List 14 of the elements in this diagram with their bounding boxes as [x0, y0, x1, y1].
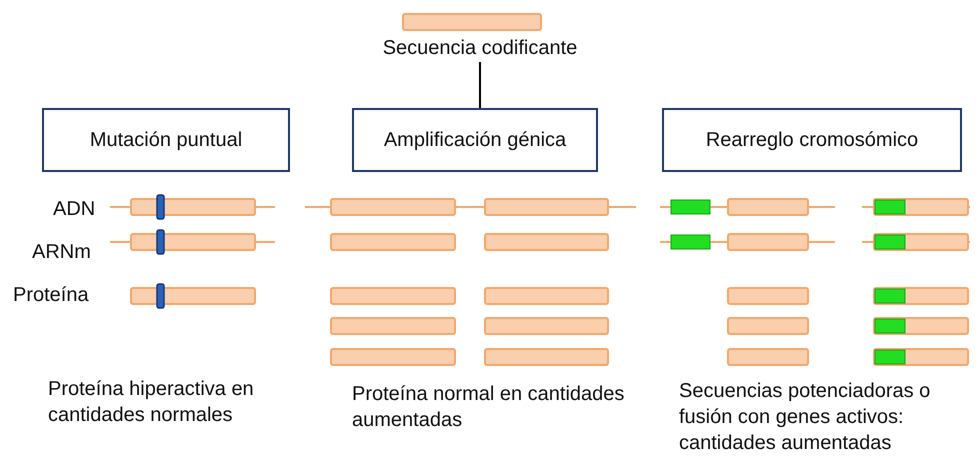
row-label: ADN	[53, 197, 96, 222]
category-box	[42, 108, 290, 172]
row-label: ARNm	[32, 240, 91, 265]
box-label: Mutación puntual	[90, 128, 242, 153]
row-label: Proteína	[13, 283, 89, 308]
box-label: Amplificación génica	[384, 128, 566, 153]
connector-line	[479, 62, 481, 108]
box-label: Rearreglo cromosómico	[706, 128, 918, 153]
description-text: Proteína normal en cantidades aumentadas	[352, 382, 626, 433]
description-text: Proteína hiperactiva en cantidades normales	[48, 377, 255, 428]
category-box	[352, 108, 598, 172]
category-box	[662, 108, 962, 172]
description-text: Secuencias potenciadoras o fusión con genes activos: cantidades aumentadas	[679, 379, 932, 456]
caption-text: Secuencia codificante	[382, 37, 578, 59]
